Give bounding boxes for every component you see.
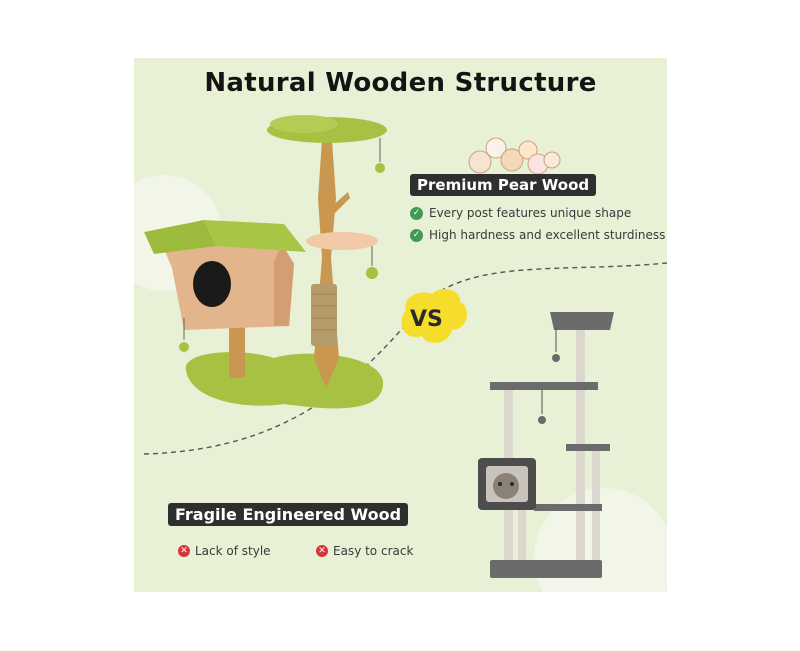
feature-item: ✓ Every post features unique shape <box>410 206 631 220</box>
hanging-ball <box>366 267 378 279</box>
pros-heading: Premium Pear Wood <box>410 174 597 196</box>
roof-left <box>144 220 216 254</box>
pear-wood-cat-tree <box>144 115 387 409</box>
post <box>518 506 526 560</box>
cats-cluster-icon <box>468 137 561 175</box>
page-title: Natural Wooden Structure <box>204 68 597 98</box>
sisal-wrap <box>311 284 337 346</box>
check-icon: ✓ <box>410 206 423 220</box>
comparison-panel: VS Natural W <box>134 58 667 592</box>
vs-badge-icon: VS <box>401 288 467 343</box>
post <box>576 326 585 560</box>
cross-icon: ✕ <box>178 545 190 557</box>
hanging-ball <box>375 163 385 173</box>
main-post <box>314 140 339 388</box>
post <box>592 446 600 560</box>
roof-right <box>204 220 306 252</box>
cons-heading: Fragile Engineered Wood <box>168 503 409 526</box>
con-text: Easy to crack <box>333 544 414 558</box>
branch-stub <box>330 192 350 216</box>
shelf <box>566 444 610 451</box>
middle-platform <box>306 232 378 250</box>
vs-label: VS <box>410 307 443 332</box>
con-text: Lack of style <box>195 544 271 558</box>
house-entrance <box>193 261 231 307</box>
dashed-divider <box>143 262 667 455</box>
feature-item: ✓ High hardness and excellent sturdiness <box>410 228 665 242</box>
house-post <box>229 326 245 378</box>
moss-base <box>185 352 384 409</box>
hanging-ball <box>179 342 189 352</box>
engineered-wood-cat-tree <box>478 312 614 578</box>
top-perch <box>550 312 614 330</box>
con-item: ✕ Easy to crack <box>316 544 413 558</box>
shelf <box>490 382 598 390</box>
feature-text: High hardness and excellent sturdiness <box>429 228 666 242</box>
grey-base <box>490 560 602 578</box>
shelf <box>534 504 602 511</box>
feature-text: Every post features unique shape <box>429 206 632 220</box>
illustration-layer: VS <box>134 115 667 592</box>
cat-in-condo <box>493 473 519 499</box>
check-icon: ✓ <box>410 228 423 242</box>
con-item: ✕ Lack of style <box>178 544 271 558</box>
cross-icon: ✕ <box>316 545 328 557</box>
